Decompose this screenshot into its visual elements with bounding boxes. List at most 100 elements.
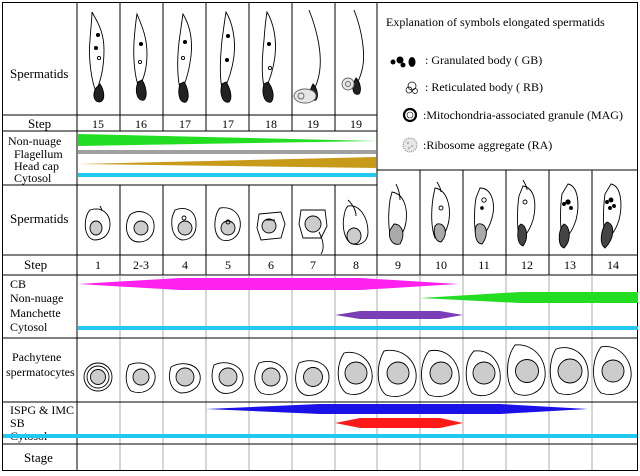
middle-label-manchette: Manchette — [10, 306, 61, 320]
spermatocyte-cell-12 — [549, 347, 589, 395]
top-step-5: 18 — [265, 117, 277, 131]
spermatocyte-cell-13 — [593, 346, 632, 395]
legend-item-mag: :Mitochondria-associated granule (MAG) — [423, 108, 623, 122]
manchette-bar — [335, 311, 463, 319]
spermatid-step-19a — [293, 9, 321, 104]
spermatid-cell-4 — [214, 207, 241, 241]
middle-step-8: 9 — [395, 258, 401, 272]
ribosome-aggregate-icon — [402, 137, 418, 153]
reticulated-body-icon — [405, 81, 418, 94]
spermatocyte-cell-4 — [211, 362, 244, 394]
legend-item-rb: : Reticulated body ( RB) — [425, 80, 543, 94]
middle-bars — [78, 278, 638, 330]
spermatocyte-cell-8 — [377, 349, 417, 397]
spermatocyte-cell-10 — [465, 350, 501, 397]
legend-item-gb: : Granulated body ( GB) — [425, 53, 542, 67]
middle-step-13: 14 — [607, 258, 619, 272]
bottom-bars — [3, 404, 637, 438]
top-step-7: 19 — [350, 117, 362, 131]
spermatid-cell-2 — [126, 211, 155, 243]
middle-cytosol-bar — [78, 326, 638, 330]
mitochondria-granule-icon — [402, 107, 418, 123]
middle-step-12: 13 — [564, 258, 576, 272]
spermatid-step-18 — [261, 10, 276, 103]
non-nuage-bar — [420, 292, 638, 303]
top-step-6: 19 — [307, 117, 319, 131]
spermatid-cell-3 — [171, 208, 197, 241]
spermatocyte-cell-6 — [295, 360, 330, 396]
top-non-nuage-bar — [78, 134, 376, 146]
top-step-4: 17 — [222, 117, 234, 131]
middle-step-9: 10 — [435, 258, 447, 272]
spermatocyte-cell-9 — [421, 349, 460, 397]
middle-step-6: 7 — [310, 258, 316, 272]
middle-step-5: 6 — [268, 258, 274, 272]
middle-label-non-nuage: Non-nuage — [10, 291, 63, 305]
spermatid-cell-9 — [431, 181, 450, 243]
middle-step-1: 1 — [95, 258, 101, 272]
spermatid-cell-8 — [388, 183, 407, 245]
middle-spermatid-cells — [84, 179, 622, 255]
top-step-label: Step — [28, 116, 51, 131]
sb-bar — [335, 418, 463, 428]
legend-item-ra: :Ribosome aggregate (RA) — [423, 138, 552, 152]
top-head-cap-bar — [78, 157, 376, 168]
top-label-flagellum: Flagellum — [14, 147, 63, 161]
legend: Explanation of symbols elongated spermat… — [386, 15, 623, 153]
middle-step-7: 8 — [353, 258, 359, 272]
bottom-label-ispg: ISPG & IMC — [10, 403, 74, 417]
spermatid-cell-11 — [517, 179, 536, 247]
bottom-row-label-1: Pachytene — [12, 350, 61, 364]
bottom-cytosol-bar — [3, 434, 637, 438]
top-spermatid-cells — [89, 9, 365, 104]
spermatocyte-cell-7 — [337, 351, 373, 395]
spermatid-cell-1 — [84, 205, 111, 241]
spermatid-cell-6 — [298, 209, 328, 255]
spermatocyte-cell-1 — [83, 362, 113, 392]
stage-label: Stage — [24, 450, 53, 465]
top-steps: 15 16 17 17 18 19 19 — [92, 117, 362, 131]
spermatocyte-cell-2 — [125, 362, 156, 393]
top-row-label: Spermatids — [10, 66, 69, 81]
spermatid-cell-5 — [256, 211, 286, 241]
spermatocyte-cell-5 — [254, 361, 288, 395]
legend-title: Explanation of symbols elongated spermat… — [386, 15, 605, 29]
ispg-imc-bar — [206, 404, 588, 414]
top-step-2: 16 — [135, 117, 147, 131]
top-step-1: 15 — [92, 117, 104, 131]
spermatocyte-cell-11 — [507, 344, 546, 396]
top-label-head-cap: Head cap — [14, 159, 59, 173]
middle-step-3: 4 — [182, 258, 188, 272]
spermatid-cell-10 — [474, 187, 494, 245]
bottom-row-label-2: spermatocytes — [6, 365, 75, 379]
top-label-cytosol: Cytosol — [14, 171, 52, 185]
top-label-non-nuage: Non-nuage — [8, 134, 61, 148]
top-flagellum-bar — [78, 150, 376, 154]
middle-row-label: Spermatids — [10, 211, 69, 226]
top-bars — [78, 134, 376, 177]
middle-label-cb: CB — [10, 277, 26, 291]
spermatid-step-17b — [219, 10, 235, 103]
granulated-body-icon — [390, 56, 416, 68]
bottom-label-sb: SB — [10, 416, 25, 430]
spermatid-cell-12 — [558, 183, 579, 249]
middle-step-2: 2-3 — [133, 258, 149, 272]
spermatid-cell-7 — [342, 199, 369, 245]
middle-step-label: Step — [24, 257, 47, 272]
spermatocyte-cell-3 — [169, 363, 201, 394]
spermatocyte-cells — [83, 344, 632, 397]
middle-step-11: 12 — [521, 258, 533, 272]
spermatid-cell-13 — [600, 183, 622, 249]
middle-step-4: 5 — [225, 258, 231, 272]
middle-label-cytosol: Cytosol — [10, 320, 48, 334]
top-cytosol-bar — [78, 173, 376, 177]
middle-steps: 1 2-3 4 5 6 7 8 9 10 11 12 13 14 — [95, 258, 619, 272]
spermatid-step-17a — [177, 12, 192, 103]
cb-bar — [78, 278, 458, 290]
spermatid-step-15 — [89, 11, 105, 103]
middle-step-10: 11 — [478, 258, 490, 272]
grid — [2, 2, 638, 471]
spermatid-step-16 — [133, 12, 148, 101]
spermatid-step-19b — [341, 9, 365, 95]
